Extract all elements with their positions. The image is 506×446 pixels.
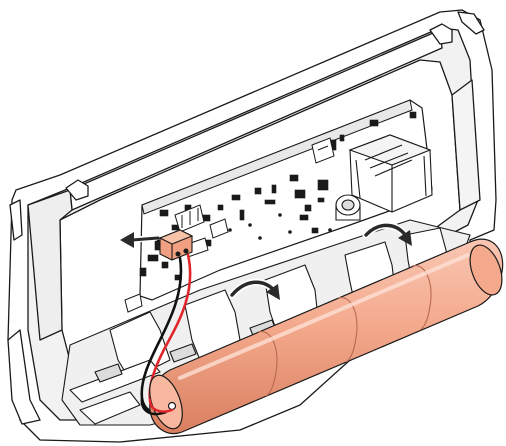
housing-clip-left	[65, 179, 89, 201]
rotate-arrow-icon	[228, 278, 280, 300]
pcb-top-edge	[141, 99, 413, 215]
battery-highlight	[178, 253, 470, 380]
housing-left-tab	[9, 199, 23, 241]
housing-left-foot	[7, 329, 41, 425]
battery-end-cap	[469, 244, 503, 296]
rotate-arrow-icon	[362, 221, 412, 246]
circuit-board	[124, 99, 433, 313]
battery-cell-divider-1	[257, 331, 278, 397]
insert-arrow-icon	[120, 231, 160, 249]
pcb-components	[139, 111, 417, 281]
battery-cell-divider-3	[411, 265, 432, 331]
capacitor	[335, 194, 361, 221]
tray-front-step	[79, 391, 141, 425]
housing-corner-right	[457, 11, 485, 35]
battery-pack	[149, 238, 504, 435]
wire-loop-front	[140, 396, 174, 416]
pcb-headers	[124, 137, 335, 313]
housing-clip-right	[429, 23, 453, 45]
tray-front-lip	[69, 359, 161, 403]
tray-rib-1	[109, 311, 171, 381]
housing-right-wall	[451, 79, 481, 211]
battery-connector	[158, 229, 194, 261]
battery-terminal	[167, 401, 177, 411]
tray-slot-1	[94, 363, 123, 383]
tray-slot-2	[169, 343, 197, 363]
transformer	[348, 134, 433, 213]
battery-cell-divider-2	[337, 297, 358, 363]
